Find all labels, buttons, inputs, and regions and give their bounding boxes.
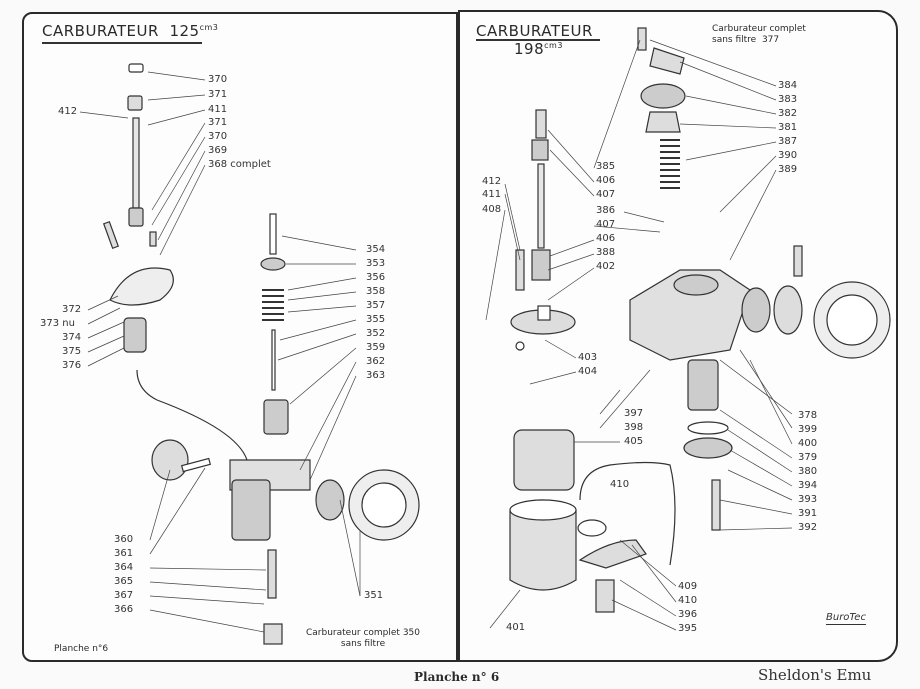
label-370b: 370 bbox=[208, 131, 228, 142]
label-401: 401 bbox=[506, 622, 526, 633]
label-355: 355 bbox=[366, 314, 386, 325]
label-352: 352 bbox=[366, 328, 386, 339]
label-359: 359 bbox=[366, 342, 386, 353]
label-389: 389 bbox=[778, 164, 798, 175]
label-358: 358 bbox=[366, 286, 386, 297]
label-412-right: 412 bbox=[482, 176, 502, 187]
label-412-left: 412 bbox=[58, 106, 78, 117]
label-374: 374 bbox=[62, 332, 82, 343]
label-370: 370 bbox=[208, 74, 228, 85]
label-410-top: 410 bbox=[610, 479, 630, 490]
label-408: 408 bbox=[482, 204, 502, 215]
label-353: 353 bbox=[366, 258, 386, 269]
label-367: 367 bbox=[114, 590, 134, 601]
label-380: 380 bbox=[798, 466, 818, 477]
label-360: 360 bbox=[114, 534, 134, 545]
burotec-logo: BuroTec bbox=[826, 612, 866, 625]
label-383: 383 bbox=[778, 94, 798, 105]
left-complete-caption: Carburateur complet 350 sans filtre bbox=[306, 628, 421, 649]
label-396: 396 bbox=[678, 609, 698, 620]
label-369: 369 bbox=[208, 145, 228, 156]
footer-plate-number: Planche n° 6 bbox=[414, 670, 500, 684]
label-405: 405 bbox=[624, 436, 644, 447]
left-title: CARBURATEUR 125cm3 bbox=[42, 22, 219, 40]
label-366: 366 bbox=[114, 604, 134, 615]
label-395: 395 bbox=[678, 623, 698, 634]
right-title-underline bbox=[476, 39, 600, 41]
label-404: 404 bbox=[578, 366, 598, 377]
label-388: 388 bbox=[596, 247, 616, 258]
label-351: 351 bbox=[364, 590, 384, 601]
left-plate-number: Planche n°6 bbox=[54, 644, 109, 654]
label-378: 378 bbox=[798, 410, 818, 421]
label-373: 373 nu bbox=[40, 318, 75, 329]
label-379: 379 bbox=[798, 452, 818, 463]
label-406: 406 bbox=[596, 175, 616, 186]
label-411-right: 411 bbox=[482, 189, 502, 200]
label-368: 368 complet bbox=[208, 159, 271, 170]
label-397: 397 bbox=[624, 408, 644, 419]
label-356: 356 bbox=[366, 272, 386, 283]
label-372: 372 bbox=[62, 304, 82, 315]
label-391: 391 bbox=[798, 508, 818, 519]
watermark: Sheldon's Emu bbox=[758, 666, 872, 684]
label-371b: 371 bbox=[208, 117, 228, 128]
label-410-bottom: 410 bbox=[678, 595, 698, 606]
label-371: 371 bbox=[208, 89, 228, 100]
left-panel-125 bbox=[22, 12, 458, 662]
label-409: 409 bbox=[678, 581, 698, 592]
right-title-size: 198cm3 bbox=[514, 40, 563, 58]
label-362: 362 bbox=[366, 356, 386, 367]
label-354: 354 bbox=[366, 244, 386, 255]
label-384: 384 bbox=[778, 80, 798, 91]
label-381: 381 bbox=[778, 122, 798, 133]
label-375: 375 bbox=[62, 346, 82, 357]
label-398: 398 bbox=[624, 422, 644, 433]
label-376: 376 bbox=[62, 360, 82, 371]
label-363: 363 bbox=[366, 370, 386, 381]
label-365: 365 bbox=[114, 576, 134, 587]
label-400: 400 bbox=[798, 438, 818, 449]
right-complete-caption: Carburateur complet sans filtre 377 bbox=[712, 24, 806, 45]
label-392: 392 bbox=[798, 522, 818, 533]
label-386: 386 bbox=[596, 205, 616, 216]
label-407: 407 bbox=[596, 189, 616, 200]
label-403: 403 bbox=[578, 352, 598, 363]
label-393: 393 bbox=[798, 494, 818, 505]
label-407b: 407 bbox=[596, 219, 616, 230]
label-361: 361 bbox=[114, 548, 134, 559]
label-364: 364 bbox=[114, 562, 134, 573]
label-390: 390 bbox=[778, 150, 798, 161]
label-385: 385 bbox=[596, 161, 616, 172]
label-399: 399 bbox=[798, 424, 818, 435]
label-357: 357 bbox=[366, 300, 386, 311]
label-382: 382 bbox=[778, 108, 798, 119]
label-402: 402 bbox=[596, 261, 616, 272]
label-406b: 406 bbox=[596, 233, 616, 244]
label-411: 411 bbox=[208, 104, 228, 115]
label-387: 387 bbox=[778, 136, 798, 147]
left-title-underline bbox=[42, 42, 202, 44]
label-394: 394 bbox=[798, 480, 818, 491]
right-title: CARBURATEUR bbox=[476, 22, 593, 40]
